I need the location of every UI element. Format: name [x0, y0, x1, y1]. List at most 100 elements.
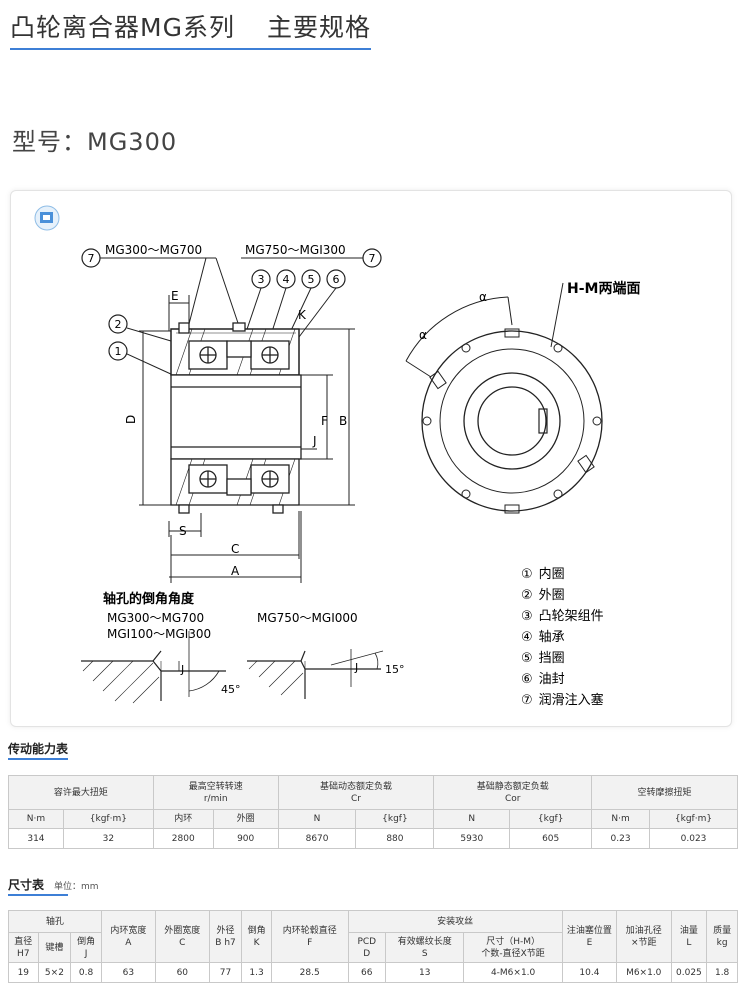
table-cell: 880: [355, 828, 435, 849]
table-cell: 5×2: [37, 962, 72, 983]
table-cell: M6×1.0: [615, 962, 672, 983]
table-cell: 32: [62, 828, 154, 849]
table-cell: N: [277, 809, 357, 829]
svg-text:⑥油封: ⑥油封: [521, 672, 565, 687]
header-keyway: 键槽: [37, 932, 72, 963]
table-cell: N: [433, 809, 511, 829]
dim-j-label: J: [312, 434, 317, 448]
table-cell: 0.8: [70, 962, 102, 983]
table-subheader-row: N·m {kgf·m} 内环 外圈 N {kgf} N {kgf} N·m {k…: [8, 809, 738, 829]
capacity-table-title: 传动能力表: [8, 742, 69, 756]
dim-k-label: K: [298, 308, 307, 322]
clutch-end-view: [405, 282, 603, 514]
table-cell: 0.23: [591, 828, 651, 849]
table-cell: {kgf}: [509, 809, 593, 829]
svg-text:6: 6: [333, 273, 340, 286]
alpha-label-top: α: [479, 290, 487, 304]
table-cell: 314: [8, 828, 64, 849]
svg-text:①内圈: ①内圈: [521, 566, 565, 582]
size-table-title: 尺寸表单位：mm: [8, 878, 99, 892]
header-torque: 容许最大扭矩: [8, 775, 154, 810]
table-cell: {kgf}: [355, 809, 435, 829]
technical-drawing: 7 MG300～MG700 MG750～MGI300 7 3 4 5 6 2 1: [34, 205, 640, 708]
chamfer-detail-45: [81, 631, 226, 704]
chamfer-range-c: MG750～MGI000: [257, 611, 358, 625]
model-line: 型号：MG300: [12, 128, 178, 156]
table-cell: 13: [385, 962, 465, 983]
table-row: 314 32 2800 900 8670 880 5930 605 0.23 0…: [8, 828, 738, 849]
dim-c-label: C: [231, 542, 239, 556]
callout-7-right: 7: [362, 248, 382, 268]
table-cell: 1.8: [706, 962, 738, 983]
section-rule: [8, 758, 68, 760]
series-title: 凸轮离合器MG系列: [10, 13, 235, 42]
document-icon: [34, 205, 60, 231]
table-cell: {kgf·m}: [62, 809, 154, 829]
spec-title: 主要规格: [266, 13, 371, 42]
table-cell: 0.025: [670, 962, 708, 983]
dim-s-label: S: [179, 524, 187, 538]
header-size: 尺寸（H-M）个数-直径X节距: [463, 932, 563, 963]
header-oil-hole: 加油孔径×节距: [615, 910, 672, 963]
table-cell: 66: [347, 962, 387, 983]
page-title: 凸轮离合器MG系列 主要规格: [10, 8, 371, 50]
svg-text:④轴承: ④轴承: [521, 630, 565, 645]
table-cell: 外圈: [212, 809, 279, 829]
drawing-panel: 7 MG300～MG700 MG750～MGI300 7 3 4 5 6 2 1: [10, 190, 732, 727]
header-drag-torque: 空转摩擦扭矩: [591, 775, 738, 810]
header-mounting-thread: 安装攻丝: [347, 910, 563, 933]
dim-e-label: E: [171, 289, 179, 303]
svg-text:5: 5: [308, 273, 315, 286]
svg-text:⑤挡圈: ⑤挡圈: [521, 651, 565, 666]
callout-1: 1: [108, 341, 174, 376]
table-cell: 900: [212, 828, 279, 849]
angle-45-label: 45°: [221, 683, 241, 696]
callout-2: 2: [108, 314, 172, 342]
table-cell: 1.3: [241, 962, 272, 983]
chamfer-title: 轴孔的倒角角度: [103, 591, 195, 607]
callout-6: 6: [295, 269, 346, 342]
size-table-unit: 单位：mm: [54, 882, 99, 892]
svg-text:4: 4: [283, 273, 290, 286]
table-cell: 77: [208, 962, 243, 983]
section-rule: [8, 894, 68, 896]
callout-7-left: 7: [81, 248, 101, 268]
table-cell: N·m: [8, 809, 64, 829]
hm-end-face-label: H-M两端面: [567, 280, 640, 297]
label-mg750-1300: MG750～MGI300: [245, 243, 346, 257]
table-cell: 0.023: [649, 828, 738, 849]
clutch-cross-section: [170, 322, 302, 514]
dim-a-label: A: [231, 564, 240, 578]
svg-text:7: 7: [369, 252, 376, 265]
angle-15-label: 15°: [385, 663, 405, 676]
table-cell: 2800: [152, 828, 214, 849]
chamfer-range-b: MGI100～MGI300: [107, 627, 211, 641]
table-cell: 5930: [433, 828, 511, 849]
dimension-lines: [139, 328, 355, 583]
table-cell: N·m: [591, 809, 651, 829]
table-cell: {kgf·m}: [649, 809, 738, 829]
table-cell: 63: [100, 962, 156, 983]
table-cell: 10.4: [561, 962, 617, 983]
svg-text:7: 7: [88, 252, 95, 265]
